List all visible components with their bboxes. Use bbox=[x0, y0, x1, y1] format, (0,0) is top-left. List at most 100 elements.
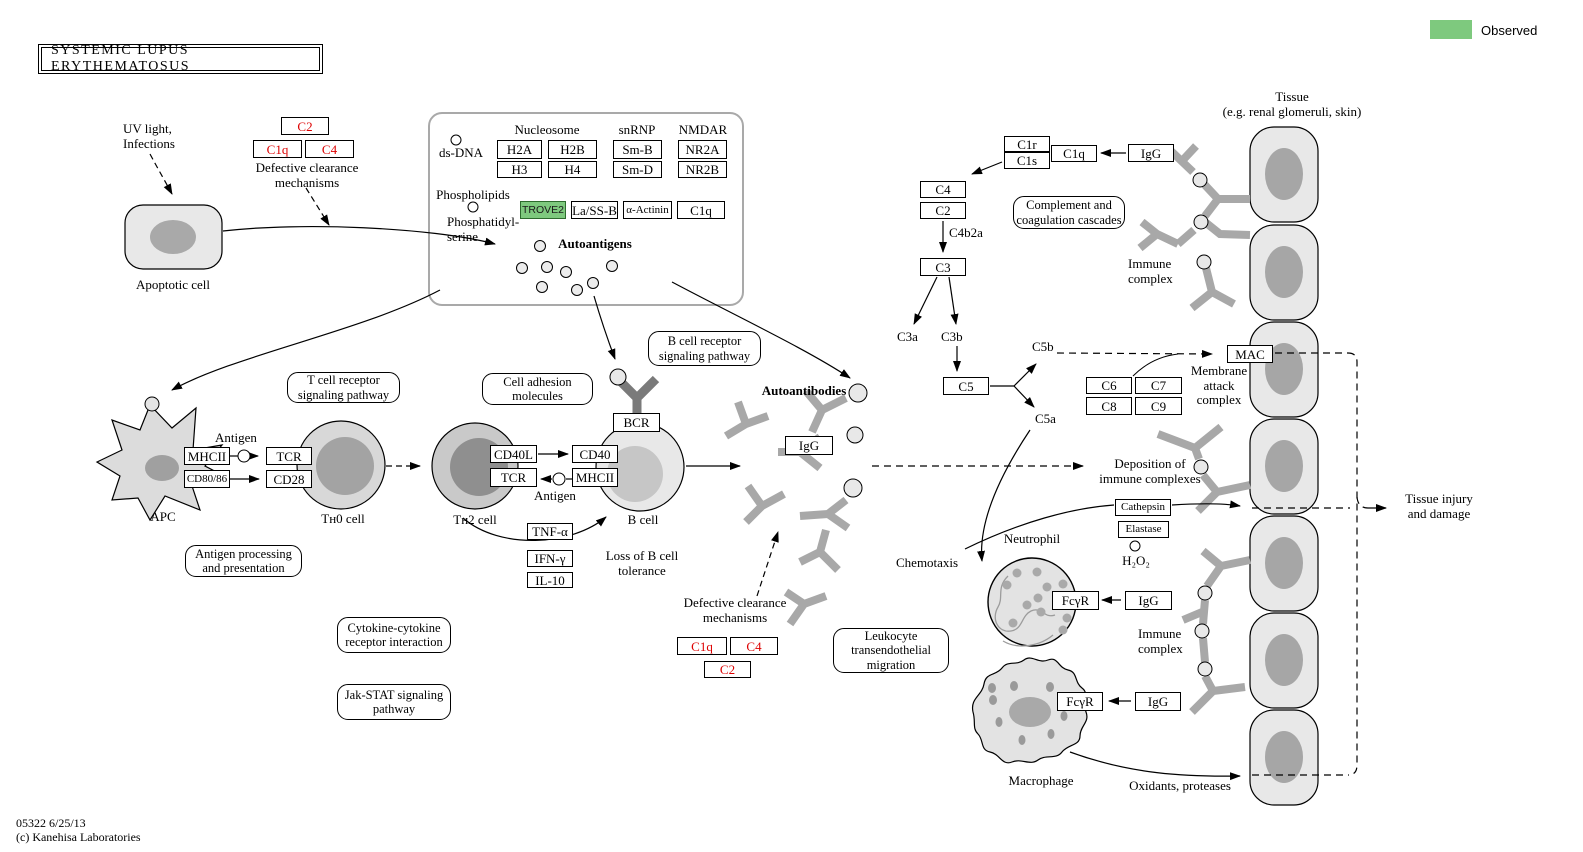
gene-box-c3[interactable]: C3 bbox=[920, 258, 966, 276]
pathway-box-cytokine[interactable]: Cytokine-cytokine receptor interaction bbox=[337, 617, 451, 653]
tissue-injury-label: Tissue injury and damage bbox=[1405, 491, 1473, 521]
gene-box-c2-top[interactable]: C2 bbox=[281, 117, 329, 135]
apoptotic-cell-shape bbox=[124, 204, 223, 270]
gene-box-fcyr-macrophage[interactable]: FcγR bbox=[1057, 692, 1103, 711]
gene-box-bcr[interactable]: BCR bbox=[613, 413, 660, 432]
observed-legend-swatch bbox=[1430, 20, 1472, 39]
gene-box-c6[interactable]: C6 bbox=[1086, 377, 1132, 394]
th0-cell-shape bbox=[296, 420, 386, 510]
b-cell-shape bbox=[595, 422, 685, 512]
neutrophil-label: Neutrophil bbox=[1003, 531, 1061, 546]
chemotaxis-label: Chemotaxis bbox=[896, 555, 959, 570]
tissue-label: Tissue (e.g. renal glomeruli, skin) bbox=[1222, 89, 1362, 119]
gene-box-h2b[interactable]: H2B bbox=[548, 140, 597, 159]
gene-box-c2-defective[interactable]: C2 bbox=[704, 661, 751, 678]
snrnp-label: snRNP bbox=[618, 122, 656, 137]
arrows bbox=[149, 149, 1387, 781]
nucleosome-label: Nucleosome bbox=[514, 122, 580, 137]
gene-box-cd80-86[interactable]: CD80/86 bbox=[184, 470, 230, 488]
antigen-particle bbox=[237, 449, 251, 463]
antigen-particle bbox=[1193, 459, 1209, 475]
loss-of-tolerance-label: Loss of B cell tolerance bbox=[605, 548, 679, 578]
gene-box-il10[interactable]: IL-10 bbox=[527, 572, 573, 588]
gene-box-cd28[interactable]: CD28 bbox=[266, 470, 312, 488]
gene-box-c1q-autoantigen[interactable]: C1q bbox=[677, 201, 725, 219]
pathway-box-cell-adhesion[interactable]: Cell adhesion molecules bbox=[482, 373, 593, 405]
antigen-particle bbox=[144, 396, 160, 412]
pathway-box-antigen-processing[interactable]: Antigen processing and presentation bbox=[185, 545, 302, 577]
th2-cell-label: Tʜ2 cell bbox=[453, 512, 497, 527]
c5b-label: C5b bbox=[1032, 339, 1054, 354]
immune-complex-label-1: Immune complex bbox=[1128, 256, 1173, 286]
antigen-particle bbox=[552, 472, 566, 486]
gene-box-ifng[interactable]: IFN-γ bbox=[527, 550, 573, 567]
gene-box-c9[interactable]: C9 bbox=[1135, 397, 1182, 415]
gene-box-c1q-top[interactable]: C1q bbox=[253, 140, 302, 158]
gene-box-fcyr-neutrophil[interactable]: FcγR bbox=[1052, 591, 1099, 610]
gene-box-c8[interactable]: C8 bbox=[1086, 397, 1132, 415]
c5a-label: C5a bbox=[1035, 411, 1056, 426]
apoptotic-cell-label: Apoptotic cell bbox=[135, 277, 210, 292]
defective-clearance-label-1: Defective clearance mechanisms bbox=[255, 160, 359, 190]
pathway-box-jak-stat[interactable]: Jak-STAT signaling pathway bbox=[337, 684, 451, 720]
gene-box-smd[interactable]: Sm-D bbox=[613, 161, 662, 178]
c3a-label: C3a bbox=[897, 329, 918, 344]
gene-box-c4-complement[interactable]: C4 bbox=[920, 181, 966, 198]
gene-box-mhcii-bcell[interactable]: MHCII bbox=[572, 468, 618, 487]
gene-box-nr2b[interactable]: NR2B bbox=[678, 161, 727, 178]
gene-box-c1r[interactable]: C1r bbox=[1004, 136, 1050, 152]
gene-box-c4-top[interactable]: C4 bbox=[305, 140, 354, 158]
antigen-particle bbox=[609, 368, 627, 386]
ds-dna-particle bbox=[450, 134, 462, 146]
gene-box-igg-neutrophil[interactable]: IgG bbox=[1125, 591, 1172, 610]
gene-box-c4-defective[interactable]: C4 bbox=[730, 637, 778, 655]
gene-box-c1q-complement[interactable]: C1q bbox=[1051, 145, 1097, 162]
autoantibody-cluster bbox=[723, 388, 851, 627]
gene-box-tnfa[interactable]: TNF-α bbox=[527, 523, 573, 540]
copyright: (c) Kanehisa Laboratories bbox=[16, 830, 141, 845]
gene-box-elastase[interactable]: Elastase bbox=[1118, 521, 1169, 538]
gene-box-c5[interactable]: C5 bbox=[943, 377, 989, 395]
gene-box-h4[interactable]: H4 bbox=[548, 161, 597, 178]
gene-box-c1q-defective[interactable]: C1q bbox=[677, 637, 727, 655]
gene-box-igg-autoantibody[interactable]: IgG bbox=[785, 436, 833, 455]
gene-box-tcr-th0[interactable]: TCR bbox=[266, 447, 312, 465]
antigen-label-2: Antigen bbox=[534, 488, 576, 503]
gene-box-c1s[interactable]: C1s bbox=[1004, 152, 1050, 169]
gene-box-cathepsin[interactable]: Cathepsin bbox=[1115, 499, 1171, 516]
neutrophil-shape bbox=[987, 557, 1077, 647]
nmdar-label: NMDAR bbox=[678, 122, 728, 137]
pathway-box-tcr-signaling[interactable]: T cell receptor signaling pathway bbox=[287, 372, 400, 403]
gene-box-mac[interactable]: MAC bbox=[1227, 345, 1273, 363]
pathway-box-leukocyte-migration[interactable]: Leukocyte transendothelial migration bbox=[833, 628, 949, 673]
gene-box-tcr-th2[interactable]: TCR bbox=[490, 468, 537, 487]
phospholipids-label: Phospholipids bbox=[436, 187, 510, 202]
gene-box-c7[interactable]: C7 bbox=[1135, 377, 1182, 394]
gene-box-smb[interactable]: Sm-B bbox=[613, 140, 662, 159]
macrophage-shape bbox=[971, 657, 1088, 764]
gene-box-trove2-observed[interactable]: TROVE2 bbox=[520, 201, 566, 219]
autoantibody-antigens bbox=[843, 383, 868, 498]
c3b-label: C3b bbox=[941, 329, 963, 344]
gene-box-cd40l[interactable]: CD40L bbox=[490, 445, 537, 463]
apc-cell-shape bbox=[95, 403, 230, 522]
gene-box-igg-tissue[interactable]: IgG bbox=[1128, 144, 1174, 162]
gene-box-cd40[interactable]: CD40 bbox=[572, 445, 618, 463]
gene-box-actinin[interactable]: α-Actinin bbox=[623, 201, 672, 219]
gene-box-nr2a[interactable]: NR2A bbox=[678, 140, 727, 159]
gene-box-h2a[interactable]: H2A bbox=[497, 140, 542, 159]
pathway-box-bcr-signaling[interactable]: B cell receptor signaling pathway bbox=[648, 331, 761, 366]
gene-box-c2-complement[interactable]: C2 bbox=[920, 202, 966, 219]
pathway-box-complement[interactable]: Complement and coagulation cascades bbox=[1013, 196, 1125, 229]
gene-box-h3[interactable]: H3 bbox=[497, 161, 542, 178]
autoantibodies-label: Autoantibodies bbox=[761, 383, 847, 398]
gene-box-mhcii-apc[interactable]: MHCII bbox=[184, 447, 230, 465]
th0-cell-label: Tʜ0 cell bbox=[321, 511, 365, 526]
gene-box-lassb[interactable]: La/SS-B bbox=[571, 201, 618, 219]
autoantigens-label: Autoantigens bbox=[558, 236, 632, 251]
gene-box-igg-macrophage[interactable]: IgG bbox=[1135, 692, 1181, 711]
membrane-attack-complex-label: Membrane attack complex bbox=[1190, 363, 1248, 408]
c4b2a-label: C4b2a bbox=[949, 225, 983, 240]
deposition-label: Deposition of immune complexes bbox=[1099, 456, 1201, 486]
